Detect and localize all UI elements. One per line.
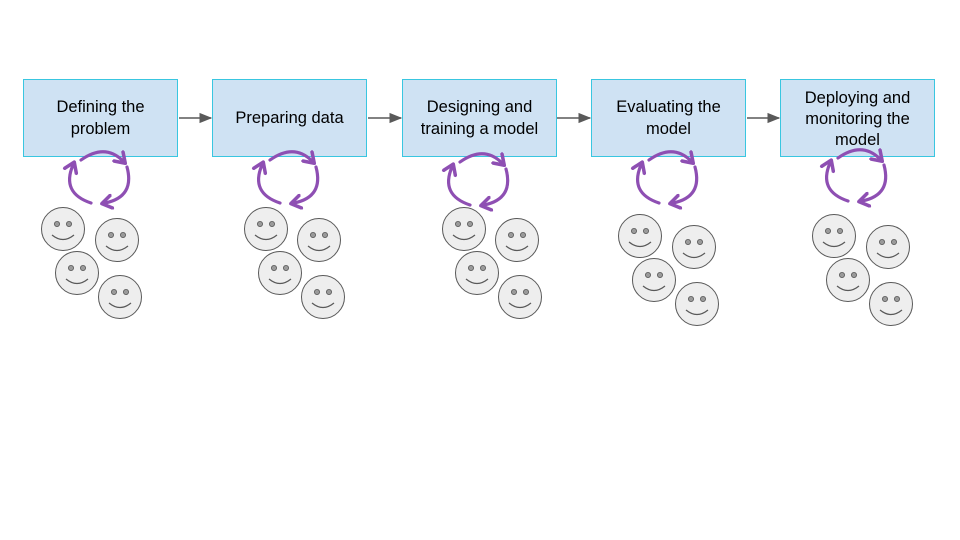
smiley-face-icon xyxy=(498,275,542,319)
smiley-face-icon xyxy=(95,218,139,262)
cycle-arrows-icon xyxy=(449,152,510,205)
smiley-face-icon xyxy=(301,275,345,319)
cycle-arrows-icon xyxy=(638,150,699,203)
smiley-face-icon xyxy=(495,218,539,262)
smiley-face-icon xyxy=(244,207,288,251)
smiley-face-icon xyxy=(297,218,341,262)
stage-label: Defining the problem xyxy=(56,98,145,138)
stage-box-preparing-data: Preparing data xyxy=(212,79,367,157)
stage-label: Designing and training a model xyxy=(420,98,539,138)
smiley-face-icon xyxy=(55,251,99,295)
smiley-face-icon xyxy=(98,275,142,319)
cycle-arrows-icon xyxy=(827,148,888,201)
smiley-face-icon xyxy=(675,282,719,326)
cycle-arrows-icon xyxy=(70,150,131,203)
cycle-arrows-icon xyxy=(259,150,320,203)
stage-label: Preparing data xyxy=(235,109,344,127)
stage-box-designing-training: Designing and training a model xyxy=(402,79,557,157)
smiley-face-icon xyxy=(455,251,499,295)
stage-box-deploying-monitoring: Deploying and monitoring the model xyxy=(780,79,935,157)
smiley-face-icon xyxy=(812,214,856,258)
smiley-face-icon xyxy=(826,258,870,302)
smiley-face-icon xyxy=(632,258,676,302)
smiley-face-icon xyxy=(866,225,910,269)
smiley-face-icon xyxy=(618,214,662,258)
stage-label: Deploying and monitoring the model xyxy=(804,88,911,149)
smiley-face-icon xyxy=(869,282,913,326)
stage-box-evaluating-model: Evaluating the model xyxy=(591,79,746,157)
smiley-face-icon xyxy=(41,207,85,251)
stage-label: Evaluating the model xyxy=(616,98,721,138)
smiley-face-icon xyxy=(442,207,486,251)
smiley-face-icon xyxy=(258,251,302,295)
smiley-face-icon xyxy=(672,225,716,269)
stage-box-defining-problem: Defining the problem xyxy=(23,79,178,157)
